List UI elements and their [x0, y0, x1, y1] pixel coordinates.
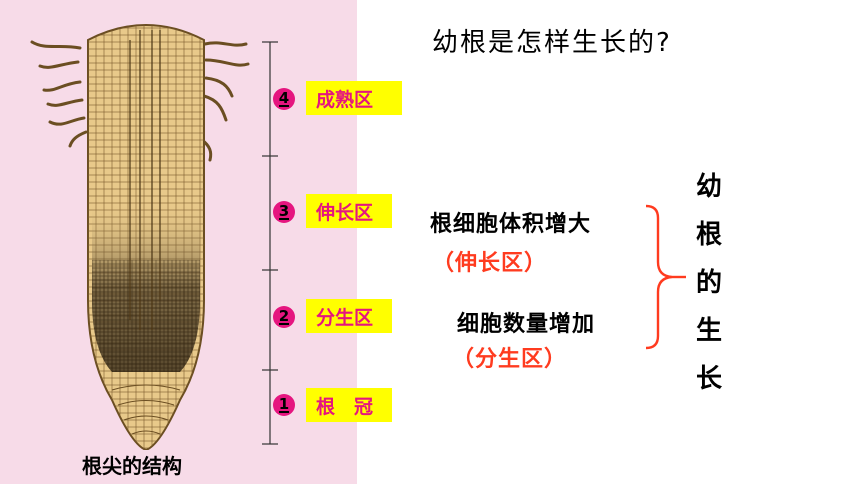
root-cap-cells: [111, 384, 181, 435]
label-meristem-zone: 分生区: [306, 299, 392, 333]
conclusion-vertical-text: 幼 根 的 生 长: [695, 172, 722, 394]
zone-number-rootcap: 1: [273, 394, 295, 416]
root-tip-illustration: [30, 24, 278, 452]
zone-number-elongation: 3: [273, 201, 295, 223]
zone-dimension-line: [262, 41, 278, 445]
label-root-cap: 根 冠: [306, 388, 392, 422]
curly-brace: [645, 204, 686, 350]
zone-number-meristem: 2: [273, 306, 295, 328]
label-elongation-zone: 伸长区: [306, 194, 392, 228]
diagram-caption: 根尖的结构: [82, 450, 182, 479]
statement-cell-count: 细胞数量增加: [457, 312, 596, 337]
root-hairs: [30, 40, 250, 162]
statement-meristem-zone: （分生区）: [452, 347, 568, 372]
vascular-lines: [129, 30, 161, 330]
statement-elongation-zone: （伸长区）: [432, 251, 548, 276]
label-maturation-zone: 成熟区: [306, 81, 402, 115]
zone-number-maturation: 4: [273, 88, 295, 110]
statement-cell-volume: 根细胞体积增大: [430, 212, 592, 237]
page-title: 幼根是怎样生长的?: [432, 28, 672, 58]
